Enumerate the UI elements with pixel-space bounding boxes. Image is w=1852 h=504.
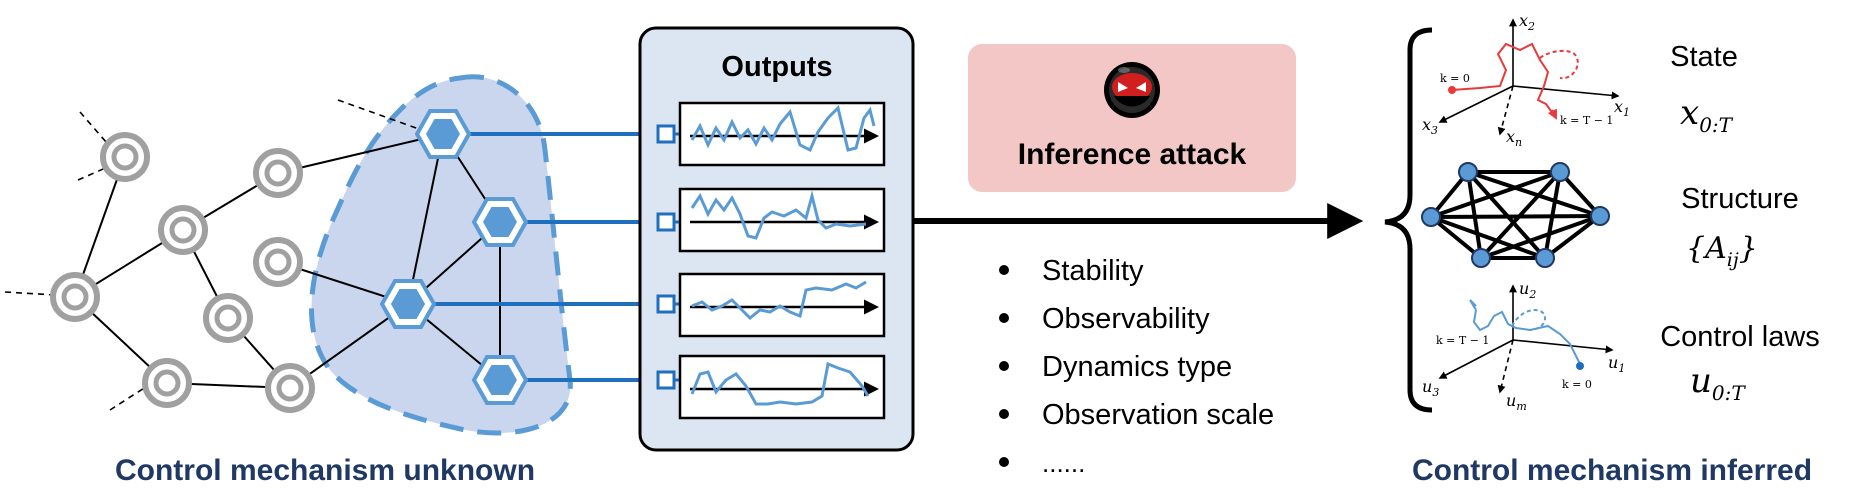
- svg-text:k = 0: k = 0: [1440, 72, 1470, 85]
- control-symbol: u0:T: [1690, 361, 1746, 405]
- structure-symbol: {Aij}: [1686, 231, 1758, 271]
- gray-node: [50, 272, 100, 322]
- svg-text:k = T − 1: k = T − 1: [1436, 334, 1489, 347]
- graph-node: [1421, 207, 1441, 227]
- control-plot: k = T − 1 k = 0 u2 u1 u3 um: [1422, 279, 1625, 413]
- property-item: Observation scale: [999, 399, 1274, 431]
- hex-node: [379, 279, 437, 329]
- svg-text:Observability: Observability: [1042, 303, 1210, 335]
- signal-box: [678, 272, 886, 338]
- control-label: Control laws: [1660, 321, 1820, 353]
- inference-attack-box: Inference attack: [968, 44, 1296, 192]
- edge-stub: [337, 99, 431, 134]
- property-item: ......: [999, 448, 1085, 478]
- curly-brace: [1384, 27, 1433, 413]
- graph-node: [1471, 248, 1491, 268]
- svg-text:......: ......: [1042, 448, 1085, 478]
- output-connections: [435, 132, 660, 382]
- hacker-icon: [1104, 62, 1160, 118]
- unknown-network: [4, 74, 660, 436]
- svg-text:um: um: [1506, 391, 1527, 413]
- outputs-title: Outputs: [721, 51, 832, 83]
- state-plot: k = 0 k = T − 1 x2 x1 x3 xn: [1422, 11, 1630, 149]
- graph-node: [1458, 162, 1478, 182]
- svg-text:Observation scale: Observation scale: [1042, 399, 1274, 431]
- svg-text:u3: u3: [1422, 377, 1439, 399]
- state-symbol: x0:T: [1680, 93, 1734, 137]
- signal-box: [678, 354, 886, 420]
- svg-text:x2: x2: [1519, 11, 1535, 33]
- svg-text:Dynamics type: Dynamics type: [1042, 351, 1232, 383]
- gray-node: [158, 205, 208, 255]
- graph-node: [1535, 248, 1555, 268]
- edge-stub: [79, 111, 114, 151]
- structure-graph: [1421, 162, 1610, 268]
- right-caption: Control mechanism inferred: [1412, 454, 1812, 487]
- properties-list: Stability Observability Dynamics type Ob…: [999, 255, 1274, 478]
- unknown-region: [309, 74, 573, 436]
- gray-node: [142, 358, 192, 408]
- outputs-panel: Outputs: [638, 26, 915, 452]
- property-item: Stability: [999, 255, 1144, 287]
- svg-text:xn: xn: [1506, 127, 1522, 149]
- graph-node: [1550, 162, 1570, 182]
- gray-node: [100, 132, 150, 182]
- edge-stub: [77, 165, 111, 181]
- svg-text:u1: u1: [1608, 353, 1625, 375]
- hex-node: [414, 109, 472, 159]
- structure-label: Structure: [1681, 183, 1799, 215]
- svg-text:u2: u2: [1519, 279, 1536, 301]
- gray-nodes: [50, 132, 315, 413]
- hex-node: [471, 355, 529, 405]
- property-item: Dynamics type: [999, 351, 1232, 383]
- gray-node: [203, 293, 253, 343]
- svg-text:Stability: Stability: [1042, 255, 1144, 287]
- signal-box: [678, 101, 886, 167]
- svg-text:x3: x3: [1422, 115, 1438, 137]
- state-label: State: [1670, 41, 1738, 73]
- left-caption: Control mechanism unknown: [115, 454, 535, 487]
- edge-stub: [109, 382, 153, 411]
- gray-node: [253, 148, 303, 198]
- graph-node: [1590, 206, 1610, 226]
- edge-stub: [4, 291, 56, 296]
- property-item: Observability: [999, 303, 1210, 335]
- svg-text:k = 0: k = 0: [1562, 378, 1592, 391]
- attack-label: Inference attack: [1018, 138, 1247, 171]
- gray-node: [253, 237, 303, 287]
- hex-nodes: [379, 109, 529, 405]
- signal-box: [678, 187, 886, 253]
- svg-text:x1: x1: [1614, 97, 1630, 119]
- gray-node: [265, 363, 315, 413]
- svg-text:k = T − 1: k = T − 1: [1560, 114, 1613, 127]
- hex-node: [471, 197, 529, 247]
